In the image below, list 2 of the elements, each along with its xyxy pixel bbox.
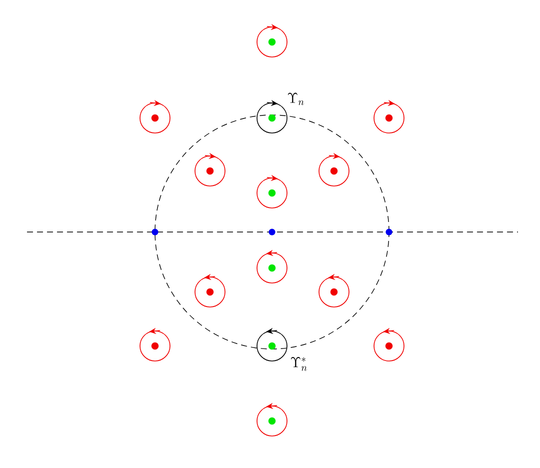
formula-label: $\Upsilon_n$ <box>288 92 304 106</box>
formula-label: $\Upsilon_n^*$ <box>290 357 307 371</box>
